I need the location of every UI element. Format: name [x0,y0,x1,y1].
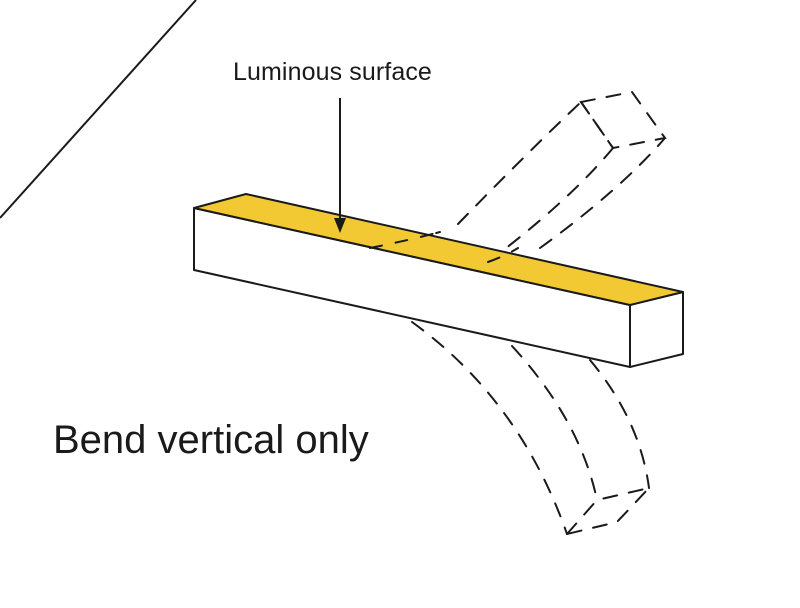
luminous-surface-label: Luminous surface [233,58,432,86]
luminous-surface [193,193,684,306]
bent-down-outline [411,321,652,536]
pointer-arrow [334,98,346,233]
bend-caption: Bend vertical only [53,418,369,462]
corner-diagonal-line [0,0,197,219]
straight-bar [193,193,684,368]
